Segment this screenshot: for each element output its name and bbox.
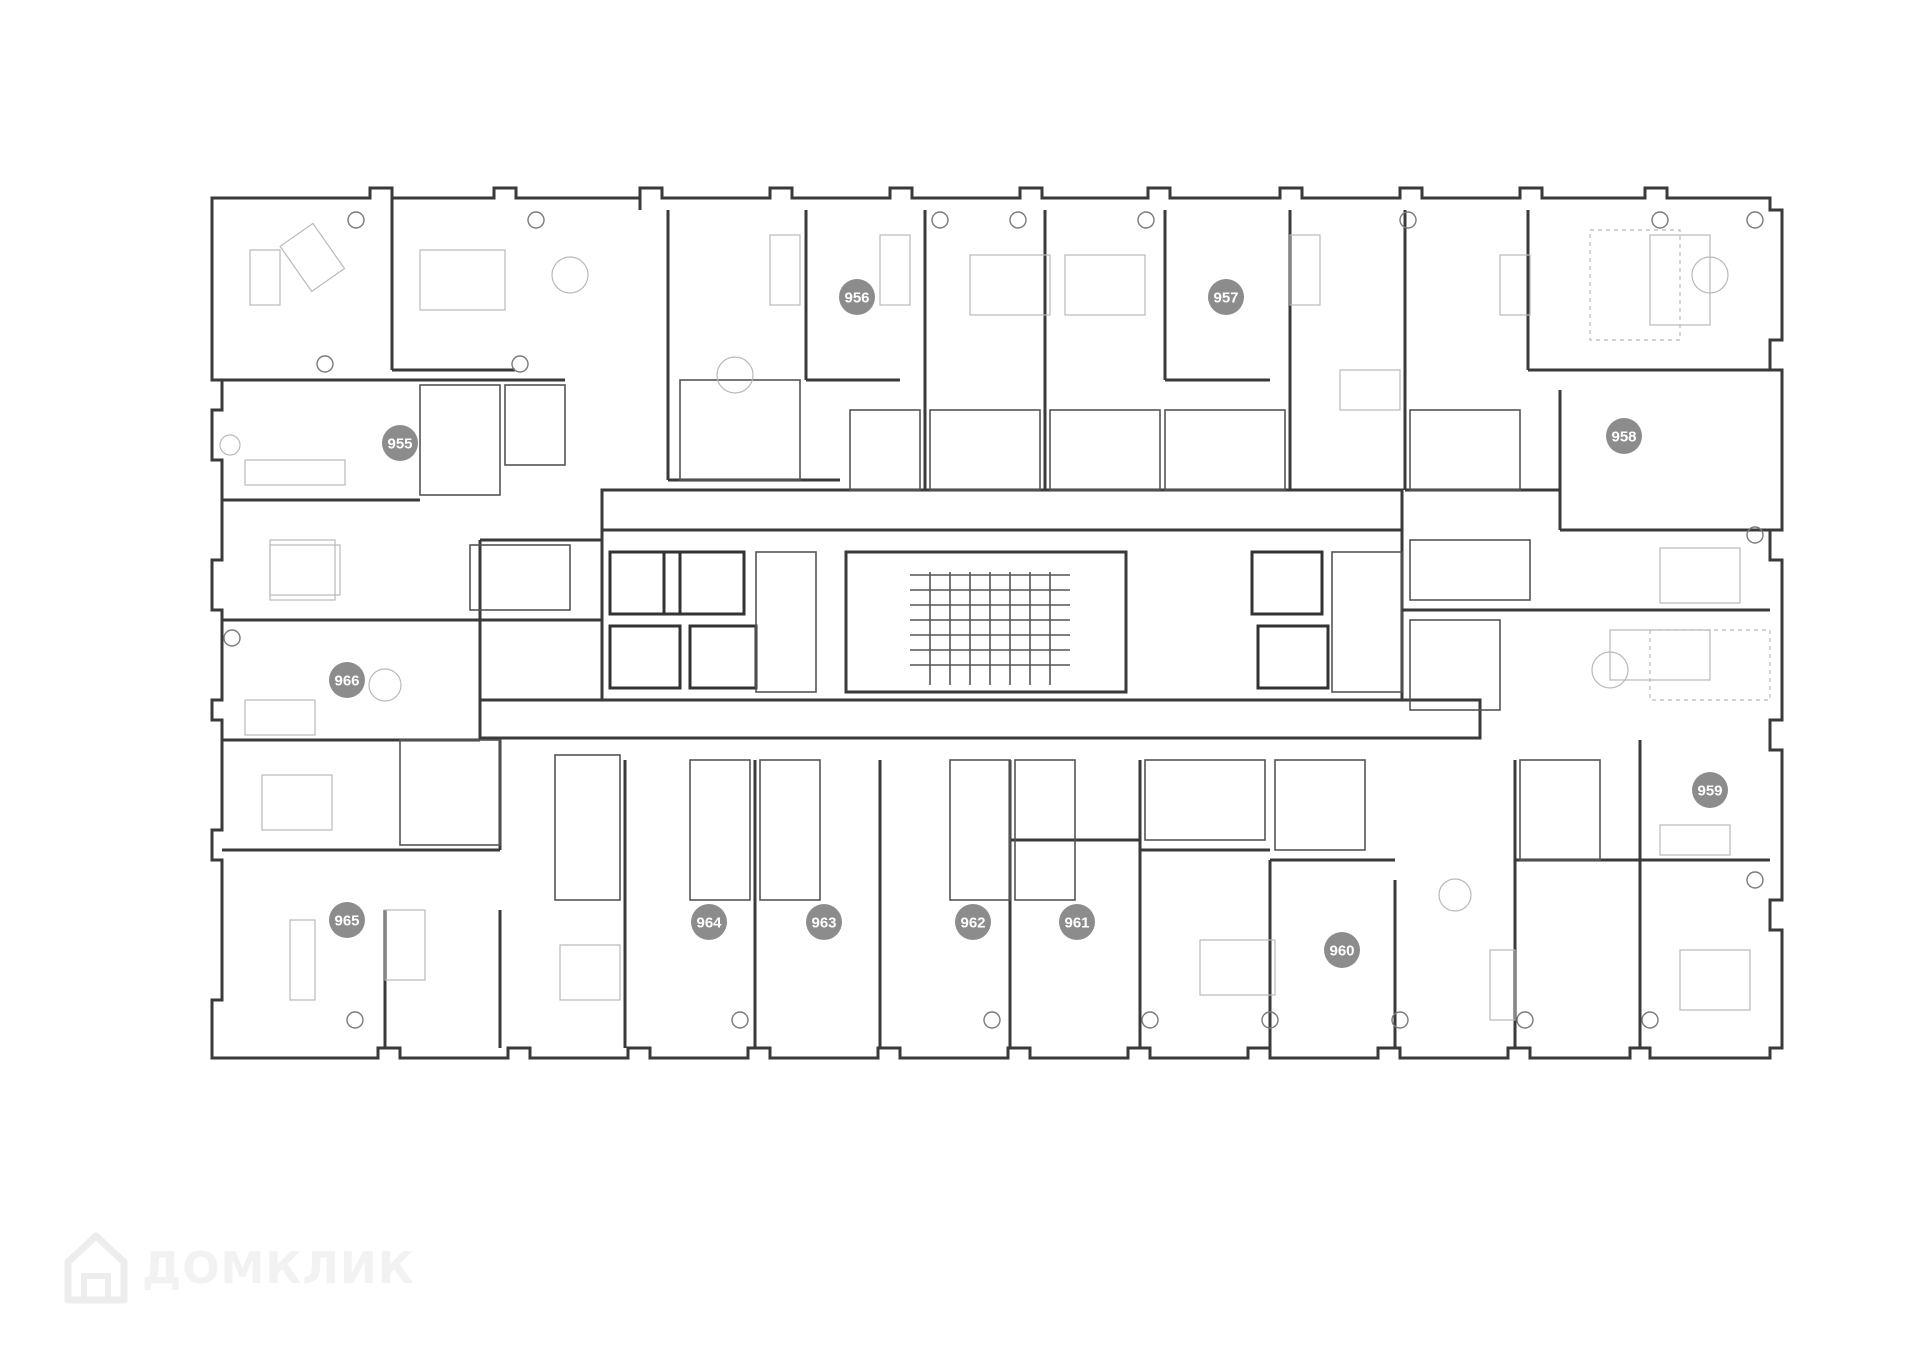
sofa-icon [289,919,316,1001]
bed-icon [384,909,426,981]
sofa-icon [419,249,506,311]
partitions-bottom [222,738,1770,1048]
house-logo-icon [64,1232,128,1304]
apartment-badge-965[interactable]: 965 [329,902,365,938]
sofa-icon [1659,824,1731,856]
apartment-badge-964[interactable]: 964 [691,904,727,940]
bathroom-blocks [399,379,1601,901]
dining-table-icon [1438,878,1472,912]
elevator-4 [1256,624,1330,690]
bed-icon [1679,949,1751,1011]
apartment-badge-955[interactable]: 955 [382,425,418,461]
stair-treads [910,572,1070,685]
svg-text:962: 962 [960,915,985,932]
dining-table-icon [1691,256,1729,294]
bed-icon [969,254,1051,316]
svg-text:956: 956 [844,290,869,307]
apartment-badge-960[interactable]: 960 [1324,932,1360,968]
domclick-watermark: ДОМКЛИК [60,1228,415,1308]
dining-table-icon [368,668,402,702]
lounger-icon [249,249,281,306]
partitions-top [222,198,1770,742]
svg-text:965: 965 [334,913,359,930]
svg-text:960: 960 [1329,943,1354,960]
svg-text:959: 959 [1697,783,1722,800]
apartment-badges: 955 956 957 958 959 960 961 962 [329,279,1728,968]
svg-text:961: 961 [1064,915,1089,932]
sofa-icon [1609,629,1711,681]
apartment-badge-962[interactable]: 962 [955,904,991,940]
svg-text:964: 964 [696,915,722,932]
stairwell [844,550,1128,694]
svg-text:955: 955 [387,436,412,453]
apartment-badge-959[interactable]: 959 [1692,772,1728,808]
sofa-icon [244,699,316,736]
apartment-badge-966[interactable]: 966 [329,662,365,698]
apartment-badge-957[interactable]: 957 [1208,279,1244,315]
sofa-icon [879,234,911,306]
svg-text:966: 966 [334,673,359,690]
bed-icon [1199,939,1276,996]
svg-text:957: 957 [1213,290,1238,307]
desk-icon [244,459,346,486]
dining-table-icon [1339,369,1401,411]
dining-table-icon [551,256,589,294]
svg-text:963: 963 [811,915,836,932]
bed-icon [261,774,333,831]
sofa-icon [1289,234,1321,306]
elevator-2 [688,624,758,690]
sofa-icon [1489,949,1516,1021]
furniture [219,222,1771,1021]
apartment-badge-961[interactable]: 961 [1059,904,1095,940]
bed-icon [1064,254,1146,316]
building-core [608,550,1403,694]
elevator-3 [1250,550,1324,616]
apartment-badge-958[interactable]: 958 [1606,418,1642,454]
dining-table-icon [1591,651,1629,689]
watermark-text: ДОМКЛИК [142,1242,415,1294]
sofa-icon [1499,254,1531,316]
bed-icon [559,944,621,1001]
exterior-walls [210,186,1784,1060]
svg-text:958: 958 [1611,429,1636,446]
exterior-pillars [223,211,1764,1029]
bed-icon [1659,547,1741,604]
sofa-icon [769,234,801,306]
apartment-badge-963[interactable]: 963 [806,904,842,940]
dining-table-icon [716,356,754,394]
apartment-badge-956[interactable]: 956 [839,279,875,315]
bed-icon [269,544,341,596]
elevator-1 [662,550,746,616]
